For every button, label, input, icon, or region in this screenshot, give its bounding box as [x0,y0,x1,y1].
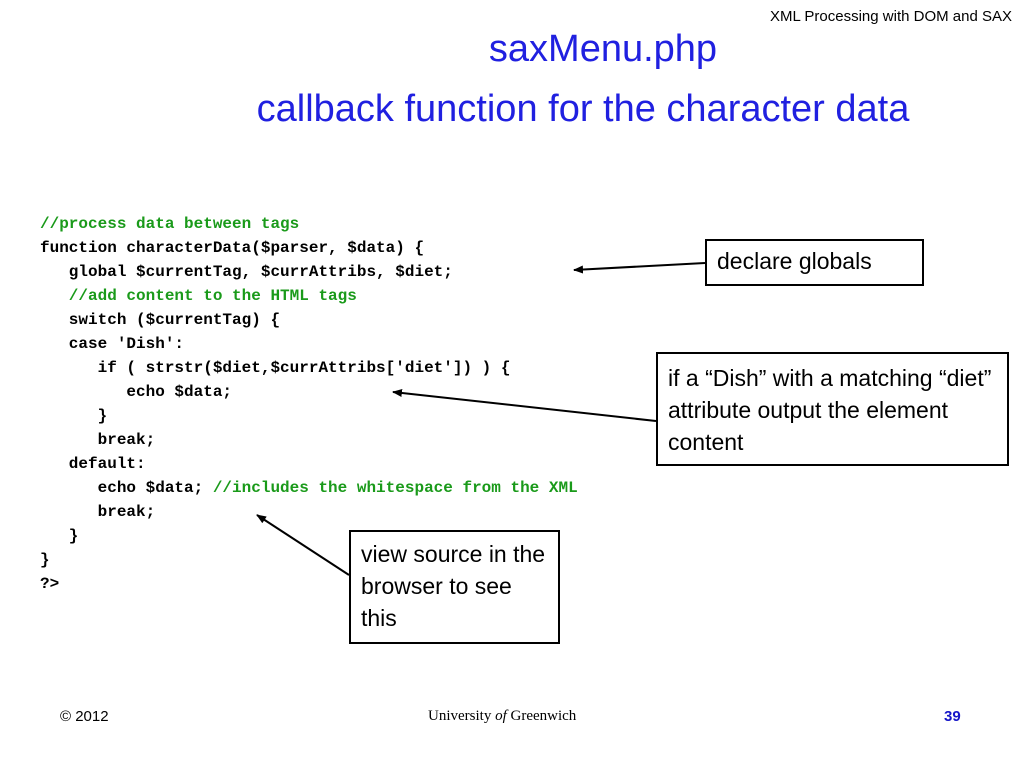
code-line: ?> [40,572,578,596]
arrow-dish [392,389,657,422]
code-line: } [40,548,578,572]
slide-subtitle: callback function for the character data [256,88,910,130]
code-text: } [40,527,79,545]
code-text: echo $data; [40,383,233,401]
footer-copyright: © 2012 [60,708,109,725]
code-line: echo $data; [40,380,578,404]
code-line: case 'Dish': [40,332,578,356]
footer-university: University of Greenwich [428,708,576,725]
code-line: //add content to the HTML tags [40,284,578,308]
arrow-view-source [256,514,350,576]
footer-university-post: Greenwich [506,708,577,724]
callout-declare-globals: declare globals [705,239,924,286]
code-line: if ( strstr($diet,$currAttribs['diet']) … [40,356,578,380]
code-comment: //includes the whitespace from the XML [212,479,578,497]
footer-university-of: of [495,708,507,724]
code-text: } [40,407,108,425]
code-line: function characterData($parser, $data) { [40,236,578,260]
code-line: //process data between tags [40,212,578,236]
code-text: if ( strstr($diet,$currAttribs['diet']) … [40,359,511,377]
code-text: break; [40,431,156,449]
code-comment: //process data between tags [40,215,300,233]
code-text: } [40,551,50,569]
code-block: //process data between tags function char… [40,212,578,596]
code-line: break; [40,428,578,452]
code-comment: //add content to the HTML tags [40,287,357,305]
code-line: } [40,404,578,428]
callout-view-source: view source in the browser to see this [349,530,560,644]
header-text: XML Processing with DOM and SAX [769,8,1012,25]
code-line: global $currentTag, $currAttribs, $diet; [40,260,578,284]
code-line: switch ($currentTag) { [40,308,578,332]
slide-title: saxMenu.php [488,28,718,70]
footer-university-pre: University [428,708,496,724]
footer-page-number: 39 [944,708,961,725]
code-text: global $currentTag, $currAttribs, $diet; [40,263,453,281]
callout-dish-diet: if a “Dish” with a matching “diet” attri… [656,352,1009,466]
code-text: ?> [40,575,60,593]
code-line: echo $data; //includes the whitespace fr… [40,476,578,500]
code-line: default: [40,452,578,476]
code-text: break; [40,503,156,521]
code-text: switch ($currentTag) { [40,311,281,329]
arrow-declare-globals [573,262,706,274]
code-line: break; [40,500,578,524]
code-text: case 'Dish': [40,335,185,353]
code-text: echo $data; [40,479,213,497]
code-text: default: [40,455,146,473]
code-text: function characterData($parser, $data) { [40,239,425,257]
code-line: } [40,524,578,548]
